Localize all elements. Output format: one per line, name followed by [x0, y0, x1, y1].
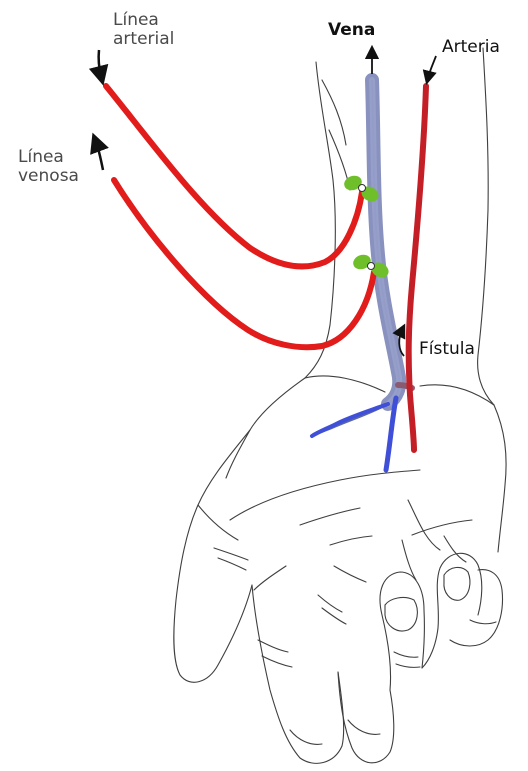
venous-line-label: Línea venosa: [18, 148, 79, 186]
artery: [409, 86, 426, 450]
arterial-line-arrow: [99, 50, 101, 76]
artery-label: Arteria: [442, 38, 500, 57]
artery-flow-arrow: [428, 56, 436, 78]
fistula-label: Fístula: [419, 340, 475, 359]
venous-line-label-line-1: Línea: [18, 148, 79, 167]
arterial-line-tubing: [106, 86, 362, 266]
arterial-line-label: Línea arterial: [113, 11, 174, 49]
venous-line-label-line-2: venosa: [18, 167, 79, 186]
venous-line-arrow: [96, 142, 103, 170]
arterial-line-label-line-2: arterial: [113, 30, 174, 49]
arterial-line-label-line-1: Línea: [113, 11, 174, 30]
hand-forearm-outline: [174, 48, 506, 763]
vein-label: Vena: [328, 21, 375, 40]
